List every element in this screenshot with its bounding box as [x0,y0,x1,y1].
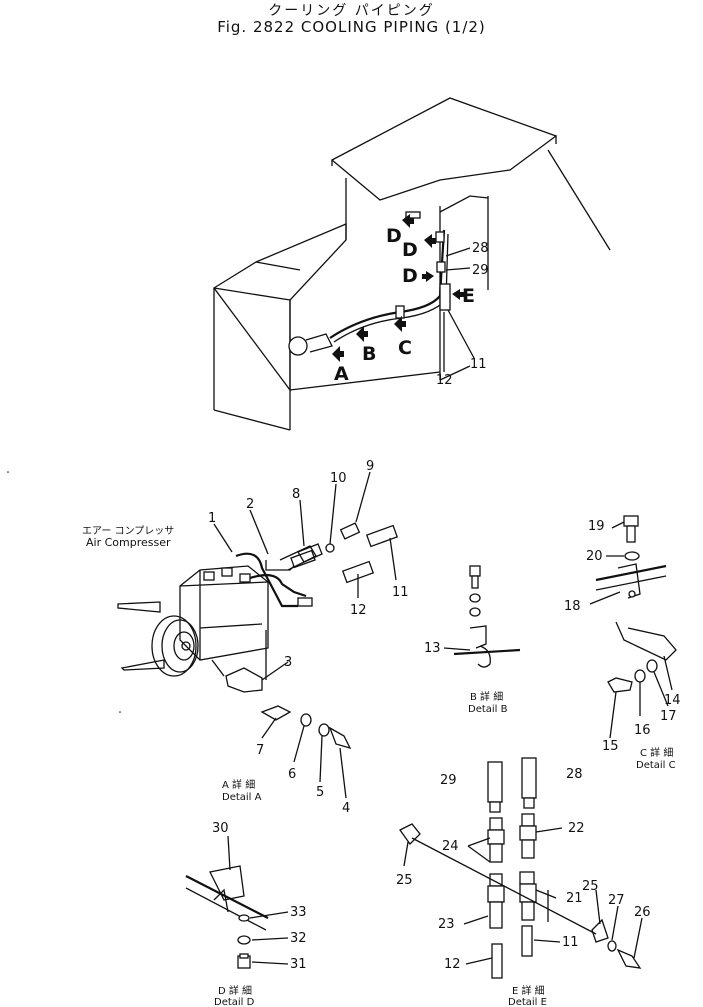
arrow-b-icon [356,326,368,342]
detail-b-caption-jp: B 詳 細 [470,690,503,703]
part-23: 23 [438,917,455,932]
air-compressor-label-jp: エアー コンプレッサ [82,525,174,537]
detail-b-drawing [443,565,521,668]
part-6: 6 [288,767,296,782]
part-20: 20 [586,549,603,564]
overview-part-29: 29 [472,263,489,278]
detail-e-caption: Detail E [508,997,547,1007]
detail-d-caption: Detail D [214,997,255,1007]
part-3: 3 [284,655,292,670]
callout-b: B [362,343,376,365]
callout-e: E [462,285,475,307]
part-1: 1 [208,511,216,526]
part-11: 11 [392,585,409,600]
part-29: 29 [440,773,457,788]
detail-b-caption: Detail B [468,704,508,715]
overview-part-12: 12 [436,373,453,388]
arrow-d3-icon [422,271,434,282]
part-12: 12 [350,603,367,618]
callout-c: C [398,337,412,359]
part-10: 10 [330,471,347,486]
part-15: 15 [602,739,619,754]
part-21: 21 [566,891,583,906]
part-22: 22 [568,821,585,836]
part-4: 4 [342,801,350,816]
machine-overview [213,97,611,431]
detail-c-drawing [589,515,677,739]
part-5: 5 [316,785,324,800]
part-19: 19 [588,519,605,534]
part-16: 16 [634,723,651,738]
overview-part-11: 11 [470,357,487,372]
part-25a: 25 [396,873,413,888]
part-27: 27 [608,893,625,908]
callout-d1: D [386,225,402,247]
figure-title: Fig. 2822 COOLING PIPING (1/2) [217,18,486,36]
callout-a: A [334,363,349,385]
air-compressor-label: Air Compresser [86,536,171,549]
overview-part-28: 28 [472,241,489,256]
part-17: 17 [660,709,677,724]
detail-a-caption: Detail A [222,792,262,803]
arrow-a-icon [332,346,344,362]
detail-d-drawing [185,835,289,969]
part-24: 24 [442,839,459,854]
air-compressor-drawing [117,471,399,799]
part-18: 18 [564,599,581,614]
arrow-c-icon [394,316,406,332]
detail-e-caption-jp: E 詳 細 [512,984,545,997]
title-japanese: クーリング パイピング [268,3,435,19]
part-33: 33 [290,905,307,920]
part-13: 13 [424,641,441,656]
callout-d3: D [402,265,418,287]
callout-d2: D [402,239,418,261]
part-31: 31 [290,957,307,972]
part-2: 2 [246,497,254,512]
arrow-e-icon [452,289,464,300]
detail-a-caption-jp: A 詳 細 [222,778,255,791]
part-32: 32 [290,931,307,946]
part-9: 9 [366,459,374,474]
detail-d-caption-jp: D 詳 細 [218,984,252,997]
part-7: 7 [256,743,264,758]
part-12-detail-e: 12 [444,957,461,972]
detail-c-caption: Detail C [636,760,676,771]
part-30: 30 [212,821,229,836]
part-25b: 25 [582,879,599,894]
part-8: 8 [292,487,300,502]
part-14: 14 [664,693,681,708]
arrow-d1-icon [402,214,414,228]
part-11-detail-e: 11 [562,935,579,950]
part-28: 28 [566,767,583,782]
part-26: 26 [634,905,651,920]
detail-c-caption-jp: C 詳 細 [640,746,673,759]
detail-e-drawing [399,757,643,979]
arrow-d2-icon [424,234,436,248]
